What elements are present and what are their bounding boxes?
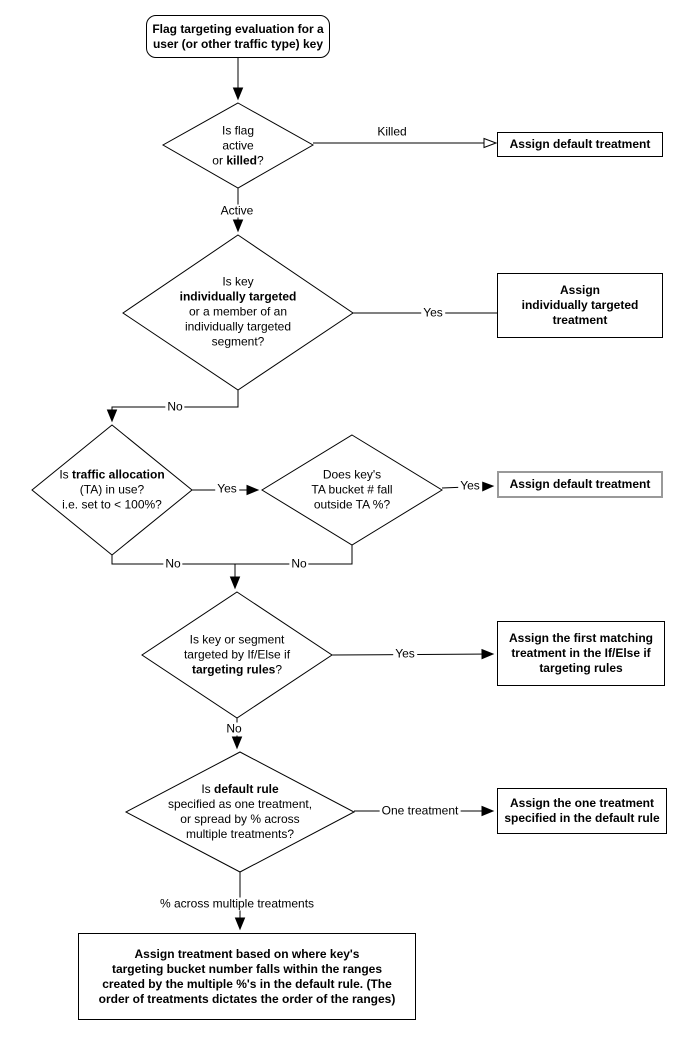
edge-label-ta-bucket-no: No <box>289 556 309 571</box>
edge-label-individually-targeted-no: No <box>165 399 185 414</box>
outcome-default-treatment-killed: Assign default treatment <box>497 132 663 157</box>
edge-label-percent-across: % across multiple treatments <box>157 896 317 911</box>
edge-label-active: Active <box>218 203 256 218</box>
decision-flag-active-shape <box>161 102 315 189</box>
decision-ta-bucket-shape <box>261 434 443 546</box>
decision-traffic-allocation-label: Is traffic allocation(TA) in use?i.e. se… <box>59 467 165 512</box>
edge-label-killed: Killed <box>377 124 407 139</box>
decision-individually-targeted-shape <box>122 234 354 391</box>
edge-label-individually-targeted-yes: Yes <box>421 305 445 320</box>
outcome-label: Assign default treatment <box>509 137 651 151</box>
edge-ta-bucket-no <box>235 545 353 565</box>
edge-label-ta-bucket-yes: Yes <box>458 478 482 493</box>
decision-traffic-allocation-shape <box>31 424 193 556</box>
edge-traffic-allocation-no <box>111 555 235 565</box>
edge-label-traffic-allocation-yes: Yes <box>215 481 239 496</box>
decision-default-rule-shape <box>124 751 356 873</box>
outcome-default-treatment-ta: Assign default treatment <box>497 471 663 498</box>
edge-label-targeting-rules-yes: Yes <box>393 646 417 661</box>
edge-label-one-treatment: One treatment <box>379 803 461 818</box>
edge-label-targeting-rules-no: No <box>224 721 244 736</box>
outcome-label: Assign default treatment <box>509 477 651 491</box>
edge-label-traffic-allocation-no: No <box>163 556 183 571</box>
decision-targeting-rules-shape <box>141 591 333 719</box>
